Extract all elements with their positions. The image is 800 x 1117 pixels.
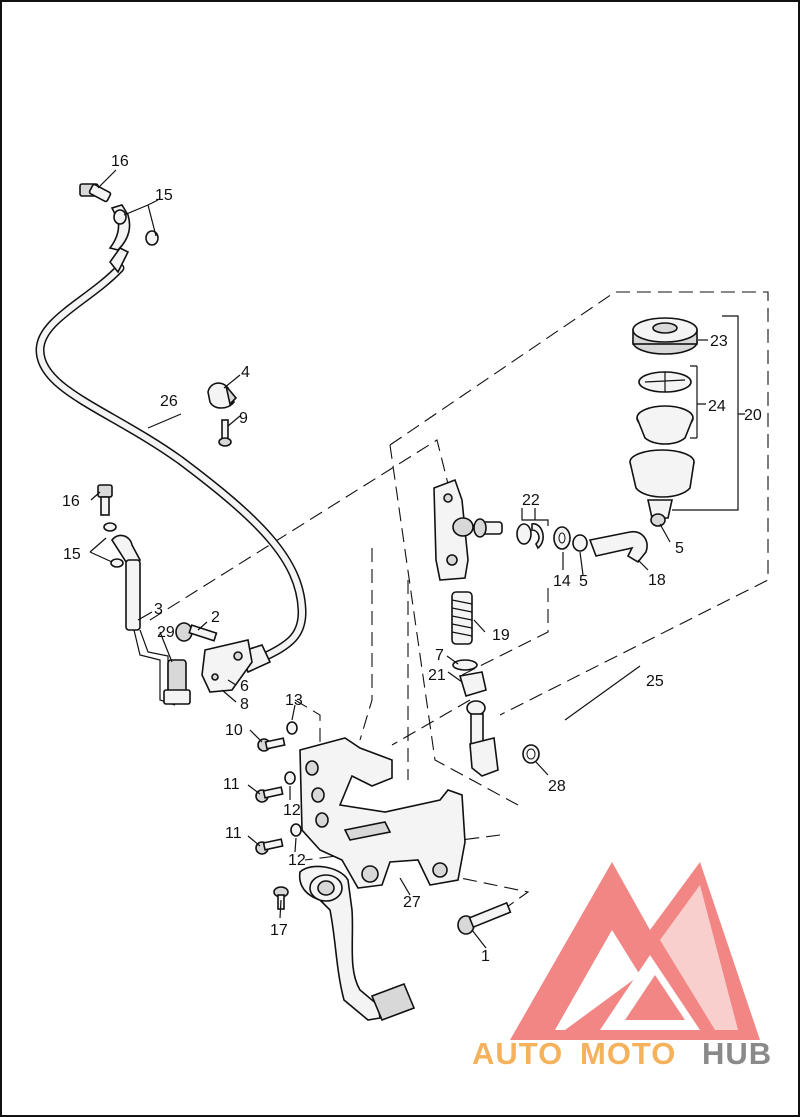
wordmark-hub: HUB	[702, 1036, 772, 1071]
callout-5-reservoir: 5	[675, 540, 684, 557]
callout-25: 25	[646, 673, 664, 690]
callout-27: 27	[403, 894, 421, 911]
leader-lines	[89, 169, 745, 949]
callout-1: 1	[481, 948, 490, 965]
screw-10	[257, 737, 286, 752]
bolt-1	[457, 901, 512, 935]
clamp-5-mid	[572, 534, 588, 552]
callout-8: 8	[240, 696, 249, 713]
automotohub-logo	[510, 862, 760, 1040]
reservoir-hose-18	[588, 530, 648, 564]
callout-2: 2	[211, 609, 220, 626]
brake-pedal	[298, 865, 416, 1022]
assembly-dashed-outlines	[149, 291, 769, 913]
callout-11-lower: 11	[225, 825, 242, 842]
callout-18: 18	[648, 572, 666, 589]
callout-19: 19	[492, 627, 510, 644]
clip-4	[207, 382, 238, 409]
banjo-bolt-16-lower	[97, 484, 113, 516]
callout-26: 26	[160, 393, 178, 410]
screw-9	[218, 419, 232, 447]
bolt-2	[175, 622, 218, 642]
retaining-ring-7	[452, 659, 478, 671]
master-cylinder-body	[433, 478, 474, 581]
callout-12-lower: 12	[288, 852, 306, 869]
wordmark-auto: AUTO	[472, 1036, 563, 1071]
pushrod-clevis	[466, 700, 499, 777]
callout-5-mid: 5	[579, 573, 588, 590]
washer-14	[553, 526, 571, 550]
callout-22: 22	[522, 492, 540, 509]
callout-13: 13	[285, 692, 303, 709]
washers-15-lower	[103, 522, 124, 568]
bracket-6	[201, 639, 253, 693]
pedal-bracket-27	[299, 737, 466, 889]
callout-numbers: 1 2 3 4 5 5 6 7 8 9 10 11 11 12 12 13 14…	[62, 153, 762, 965]
diaphragm-24	[636, 371, 694, 445]
callout-3: 3	[154, 601, 163, 618]
automotohub-wordmark: AUTO MOTO HUB	[472, 1036, 772, 1071]
callout-16-lower: 16	[62, 493, 80, 510]
reservoir-body-20	[629, 449, 695, 527]
callout-14: 14	[553, 573, 571, 590]
washer-12-lower	[290, 823, 302, 837]
fitting-assembly-22	[473, 518, 544, 550]
callout-15-lower: 15	[63, 546, 81, 563]
screw-11-lower	[255, 838, 284, 855]
o-ring-28	[522, 744, 540, 764]
pressure-switch-29	[163, 659, 191, 705]
screw-11-upper	[255, 786, 284, 803]
callout-7: 7	[435, 647, 444, 664]
washer-12-upper	[284, 771, 296, 785]
spring-19	[451, 591, 473, 645]
washer-13	[286, 721, 298, 735]
callout-9: 9	[239, 410, 248, 427]
callout-4: 4	[241, 364, 250, 381]
callout-28: 28	[548, 778, 566, 795]
brake-hose-26	[35, 204, 307, 674]
callout-6: 6	[240, 678, 249, 695]
callout-17: 17	[270, 922, 288, 939]
banjo-bolt-16-top	[79, 183, 112, 203]
callout-11-upper: 11	[223, 776, 240, 793]
callout-16-top: 16	[111, 153, 129, 170]
callout-24: 24	[708, 398, 726, 415]
callout-20: 20	[744, 407, 762, 424]
wordmark-moto: MOTO	[580, 1036, 676, 1071]
callout-23: 23	[710, 333, 728, 350]
callout-15-top: 15	[155, 187, 173, 204]
boot-21	[458, 671, 487, 697]
reservoir-cap-23	[632, 317, 698, 355]
callout-10: 10	[225, 722, 243, 739]
callout-21: 21	[428, 667, 446, 684]
callout-12-upper: 12	[283, 802, 301, 819]
callout-29: 29	[157, 624, 175, 641]
